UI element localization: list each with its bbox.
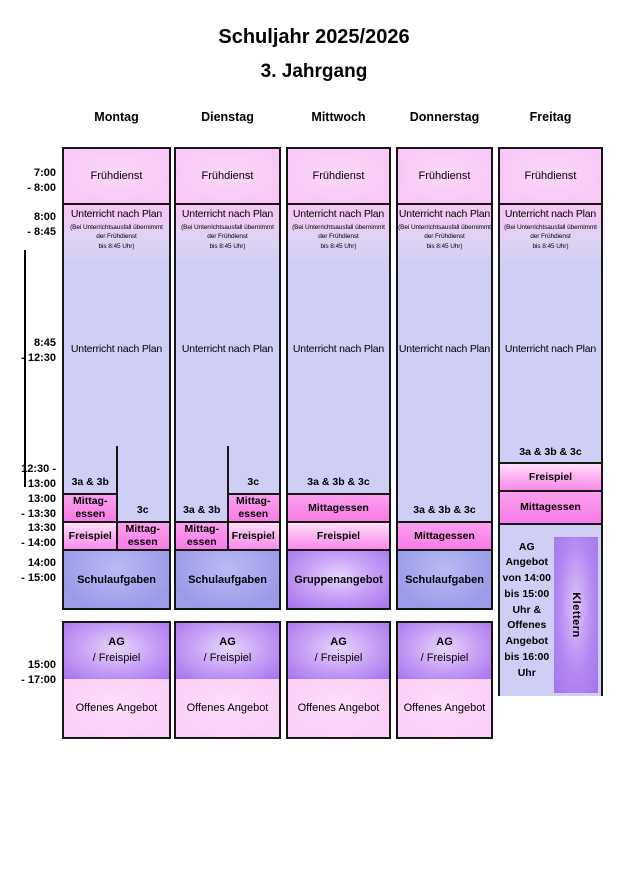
lowblock-montag: AG / Freispiel Offenes Angebot (62, 621, 171, 739)
cell-offenes-angebot-donnerstag: Offenes Angebot (398, 679, 491, 737)
cell-mittagessen-montag-3a3b: Mittag- essen (64, 493, 117, 521)
cell-unterricht-dienstag: Unterricht nach Plan (Bei Unterrichtsaus… (176, 205, 279, 549)
unterricht-mid-freitag: Unterricht nach Plan (504, 343, 597, 355)
time-label-1330-1400: 13:30 - 14:00 (21, 522, 56, 549)
cell-mittagessen-freitag: Mittagessen (500, 490, 601, 523)
time-label-1300-1330: 13:00 - 13:30 (21, 493, 56, 520)
label-group-all-freitag: 3a & 3b & 3c (519, 446, 582, 458)
label-group-all-mittwoch: 3a & 3b & 3c (307, 476, 370, 488)
time-label-1230-1300: 12:30 - 13:00 (21, 463, 56, 490)
column-mittwoch: Frühdienst Unterricht nach Plan (Bei Unt… (286, 147, 391, 610)
unterricht-note-donnerstag: (Bei Unterrichtsausfall übernimmt der Fr… (398, 224, 491, 250)
cell-offenes-angebot-dienstag: Offenes Angebot (176, 679, 279, 737)
unterricht-mid-donnerstag: Unterricht nach Plan (398, 343, 491, 355)
day-header-freitag: Freitag (529, 110, 572, 124)
freispiel-suffix: / Freispiel (420, 652, 469, 664)
schedule-title: Schuljahr 2025/2026 (218, 26, 410, 48)
label-group-3c-montag: 3c (136, 504, 149, 516)
cell-offenes-angebot-mittwoch: Offenes Angebot (288, 679, 389, 737)
unterricht-title-dienstag: Unterricht nach Plan (181, 208, 274, 220)
cell-fruehdienst-dienstag: Frühdienst (176, 149, 279, 205)
cell-unterricht-donnerstag: Unterricht nach Plan (Bei Unterrichtsaus… (398, 205, 491, 549)
unterricht-note-freitag: (Bei Unterrichtsausfall übernimmt der Fr… (504, 224, 597, 250)
day-header-mittwoch: Mittwoch (311, 110, 366, 124)
unterricht-mid-dienstag: Unterricht nach Plan (181, 343, 274, 355)
cell-ag-freispiel-donnerstag: AG / Freispiel (398, 623, 491, 681)
unterricht-title-donnerstag: Unterricht nach Plan (398, 208, 491, 220)
freispiel-suffix: / Freispiel (314, 652, 363, 664)
cell-mittagessen-dienstag-3a3b: Mittag- essen (176, 521, 228, 549)
unterricht-mid-mittwoch: Unterricht nach Plan (292, 343, 385, 355)
cell-unterricht-mittwoch: Unterricht nach Plan (Bei Unterrichtsaus… (288, 205, 389, 549)
column-montag: Frühdienst Unterricht nach Plan (Bei Unt… (62, 147, 171, 610)
unterricht-note-montag: (Bei Unterrichtsausfall übernimmt der Fr… (70, 224, 163, 250)
unterricht-title-mittwoch: Unterricht nach Plan (292, 208, 385, 220)
cell-unterricht-freitag: Unterricht nach Plan (Bei Unterrichtsaus… (500, 205, 601, 523)
unterricht-mid-montag: Unterricht nach Plan (70, 343, 163, 355)
label-group-3a3b-montag: 3a & 3b (71, 476, 109, 488)
cell-unterricht-montag: Unterricht nach Plan (Bei Unterrichtsaus… (64, 205, 169, 549)
label-group-3c-dienstag: 3c (247, 476, 260, 488)
freitag-afternoon-text: AG Angebot von 14:00 bis 15:00 Uhr & Off… (502, 540, 551, 679)
cell-fruehdienst-montag: Frühdienst (64, 149, 169, 205)
column-dienstag: Frühdienst Unterricht nach Plan (Bei Unt… (174, 147, 281, 610)
cell-freispiel-mittwoch: Freispiel (288, 521, 389, 549)
cell-fruehdienst-donnerstag: Frühdienst (398, 149, 491, 205)
ag-label: AG (330, 636, 347, 649)
column-donnerstag: Frühdienst Unterricht nach Plan (Bei Unt… (396, 147, 493, 610)
lowblock-donnerstag: AG / Freispiel Offenes Angebot (396, 621, 493, 739)
label-group-3a3b-dienstag: 3a & 3b (183, 504, 221, 516)
ag-label: AG (436, 636, 453, 649)
cell-mittagessen-dienstag-3c: Mittag- essen (227, 493, 279, 521)
cell-freispiel-montag-3a3b: Freispiel (64, 521, 117, 549)
schedule-subtitle: 3. Jahrgang (260, 61, 368, 82)
cell-fruehdienst-freitag: Frühdienst (500, 149, 601, 205)
unterricht-title-montag: Unterricht nach Plan (70, 208, 163, 220)
cell-ag-freispiel-mittwoch: AG / Freispiel (288, 623, 389, 681)
morning-bracket-line (24, 250, 26, 487)
cell-offenes-angebot-montag: Offenes Angebot (64, 679, 169, 737)
cell-freispiel-dienstag-3c: Freispiel (227, 521, 279, 549)
label-group-all-donnerstag: 3a & 3b & 3c (413, 504, 476, 516)
time-label-0700-0800: 7:00 - 8:00 (27, 167, 56, 194)
cell-schulaufgaben-donnerstag: Schulaufgaben (398, 549, 491, 608)
cell-schulaufgaben-montag: Schulaufgaben (64, 549, 169, 608)
lowblock-mittwoch: AG / Freispiel Offenes Angebot (286, 621, 391, 739)
subcolumn-divider-dienstag (226, 446, 229, 549)
time-label-0845-1230: 8:45 - 12:30 (21, 337, 56, 364)
ag-label: AG (219, 636, 236, 649)
cell-mittagessen-mittwoch: Mittagessen (288, 493, 389, 521)
klettern-label: Klettern (569, 592, 582, 638)
time-label-1500-1700: 15:00 - 17:00 (21, 659, 56, 686)
cell-klettern: Klettern (553, 537, 598, 693)
unterricht-title-freitag: Unterricht nach Plan (504, 208, 597, 220)
column-freitag: Frühdienst Unterricht nach Plan (Bei Unt… (498, 147, 603, 696)
cell-fruehdienst-mittwoch: Frühdienst (288, 149, 389, 205)
unterricht-note-mittwoch: (Bei Unterrichtsausfall übernimmt der Fr… (292, 224, 385, 250)
cell-gruppenangebot-mittwoch: Gruppenangebot (288, 549, 389, 608)
lowblock-dienstag: AG / Freispiel Offenes Angebot (174, 621, 281, 739)
cell-ag-freispiel-montag: AG / Freispiel (64, 623, 169, 681)
cell-mittagessen-montag-3c: Mittag- essen (116, 521, 169, 549)
unterricht-note-dienstag: (Bei Unterrichtsausfall übernimmt der Fr… (181, 224, 274, 250)
cell-schulaufgaben-dienstag: Schulaufgaben (176, 549, 279, 608)
ag-label: AG (108, 636, 125, 649)
freispiel-suffix: / Freispiel (203, 652, 252, 664)
subcolumn-divider-montag (115, 446, 118, 549)
time-label-1400-1500: 14:00 - 15:00 (21, 557, 56, 584)
day-header-donnerstag: Donnerstag (409, 110, 480, 124)
cell-freitag-afternoon: AG Angebot von 14:00 bis 15:00 Uhr & Off… (500, 523, 601, 696)
freispiel-suffix: / Freispiel (92, 652, 141, 664)
cell-mittagessen-donnerstag: Mittagessen (398, 521, 491, 549)
day-header-montag: Montag (94, 110, 139, 124)
time-label-0800-0845: 8:00 - 8:45 (27, 211, 56, 238)
cell-ag-freispiel-dienstag: AG / Freispiel (176, 623, 279, 681)
day-header-dienstag: Dienstag (201, 110, 254, 124)
cell-freispiel-freitag: Freispiel (500, 462, 601, 490)
